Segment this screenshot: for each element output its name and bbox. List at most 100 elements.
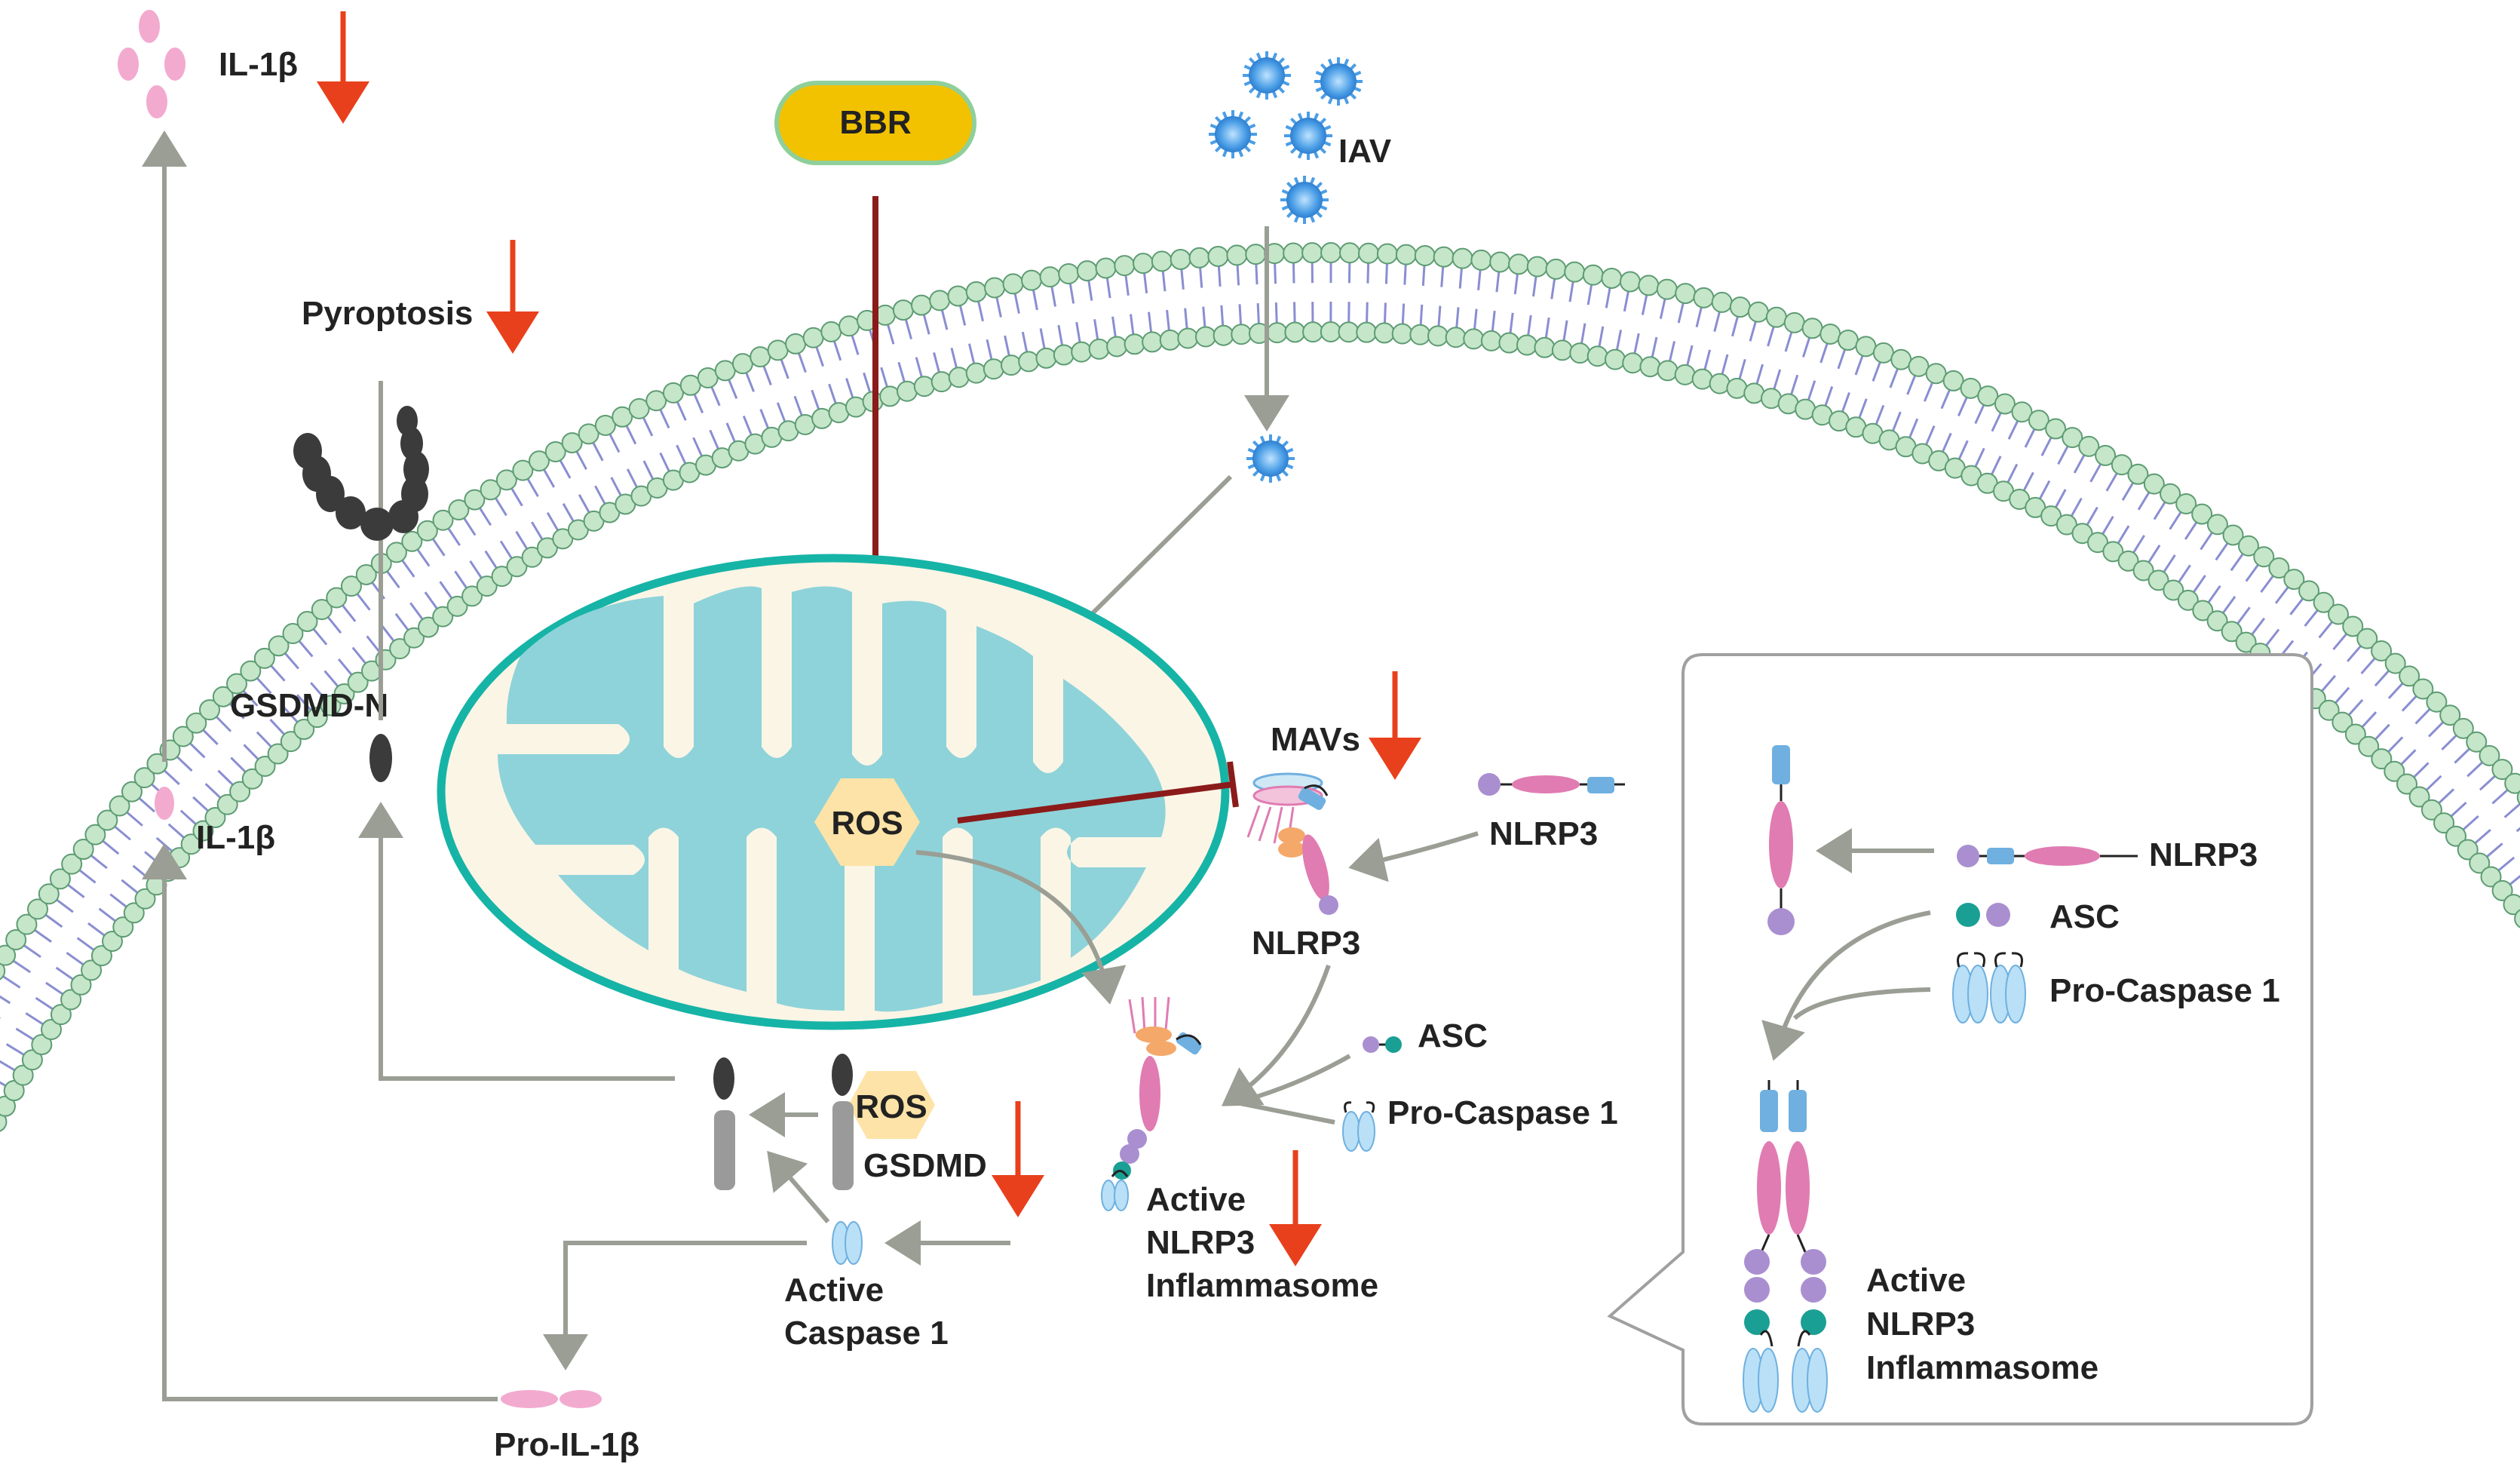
pro-il1b-molecule	[501, 1390, 602, 1408]
pro-caspase-label: Pro-Caspase 1	[1387, 1094, 1618, 1131]
lipid-head	[49, 868, 71, 890]
bbr-label: BBR	[839, 104, 911, 141]
lipid-head	[282, 623, 304, 645]
lipid-head	[1582, 264, 1604, 286]
active-inflammasome-line2: NLRP3	[1146, 1224, 1255, 1261]
lipid-head	[521, 546, 543, 568]
lipid-head	[506, 556, 528, 578]
lipid-head	[536, 537, 558, 559]
lipid-head	[2127, 463, 2149, 485]
lipid-head	[60, 989, 82, 1011]
gsdmd-n-molecule	[369, 734, 392, 782]
lipid-head	[948, 367, 970, 388]
lipid-head	[212, 686, 234, 707]
lipid-head	[2177, 589, 2199, 611]
lipid-head	[838, 315, 860, 337]
lipid-head	[27, 898, 49, 920]
lipid-head	[2011, 401, 2033, 423]
active-inflammasome-line3: Inflammasome	[1146, 1267, 1378, 1304]
asc-to-inflammasome-arrow	[1236, 1054, 1351, 1105]
inset-active-line3: Inflammasome	[1866, 1349, 2098, 1386]
lipid-head	[1373, 322, 1395, 344]
lipid-head	[1207, 245, 1229, 267]
lipid-head	[0, 1112, 8, 1132]
lipid-head	[1709, 373, 1731, 394]
nlrp3-incoming-label: NLRP3	[1489, 815, 1598, 852]
lipid-head	[0, 962, 6, 980]
lipid-head	[2503, 894, 2520, 916]
lipid-head	[185, 712, 207, 734]
lipid-head	[2358, 735, 2380, 757]
lipid-head	[480, 479, 501, 501]
lipid-head	[2160, 483, 2181, 505]
lipid-head	[802, 327, 824, 348]
lipid-head	[2143, 473, 2165, 495]
lipid-head	[198, 699, 220, 721]
lipid-head	[1226, 244, 1248, 266]
cell-membrane-bilayer	[0, 242, 2520, 1132]
lipid-head	[552, 528, 574, 550]
lipid-head	[229, 781, 251, 802]
gsdmd-cleaved	[713, 1057, 735, 1190]
lipid-head	[21, 1049, 43, 1071]
lipid-head	[340, 575, 362, 597]
lipid-head	[355, 563, 377, 585]
lipid-head	[401, 530, 423, 552]
lipid-head	[1534, 336, 1556, 358]
lipid-head	[448, 499, 470, 521]
lipid-head	[2313, 591, 2335, 613]
lipid-head	[1960, 377, 1982, 399]
lipid-head	[930, 371, 952, 393]
pro-caspase-molecule	[1342, 1101, 1375, 1152]
asc-label: ASC	[1418, 1017, 1488, 1054]
lipid-head	[2384, 760, 2405, 782]
lipid-head	[1526, 256, 1548, 278]
lipid-head	[2331, 711, 2353, 733]
lipid-head	[133, 767, 155, 789]
lipid-head	[2452, 717, 2474, 739]
lipid-head	[2192, 600, 2214, 621]
inset-asc	[1956, 903, 2010, 927]
lipid-head	[731, 353, 753, 375]
lipid-head	[1463, 328, 1485, 350]
lipid-head	[1106, 336, 1128, 358]
lipid-head	[1545, 258, 1567, 280]
lipid-head	[2283, 569, 2305, 591]
lipid-head	[1338, 321, 1360, 343]
lipid-head	[306, 707, 328, 729]
lipid-head	[785, 333, 807, 354]
lipid-head	[2408, 786, 2430, 808]
lipid-head	[1002, 273, 1024, 295]
lipid-head	[1908, 355, 1930, 377]
lipid-head	[1356, 321, 1378, 343]
lipid-head	[2384, 652, 2406, 674]
lipid-head	[1053, 344, 1075, 366]
lipid-head	[320, 695, 342, 717]
lipid-head	[2344, 723, 2366, 745]
active-inflammasome-complex	[1101, 996, 1202, 1211]
lipid-head	[101, 931, 123, 953]
lipid-head	[2439, 704, 2461, 726]
lipid-head	[767, 339, 789, 361]
lipid-head	[1675, 283, 1697, 305]
lipid-head	[1266, 322, 1288, 344]
lipid-head	[1693, 287, 1715, 308]
lipid-head	[311, 599, 333, 621]
lipid-head	[1498, 332, 1520, 354]
inset-nlrp3-vertical	[1767, 745, 1795, 935]
lipid-head	[2206, 610, 2228, 632]
lipid-head	[1729, 296, 1751, 318]
virus-particle	[1209, 110, 1257, 158]
virus-body	[1249, 57, 1285, 94]
lipid-head	[892, 299, 914, 321]
lipid-head	[90, 945, 112, 967]
pro-il1b-label: Pro-IL-1β	[494, 1426, 639, 1463]
lipid-head	[2342, 615, 2364, 637]
virus-body	[1215, 116, 1251, 152]
lipid-head	[2221, 621, 2243, 643]
virus-particle	[1284, 112, 1332, 160]
lipid-head	[240, 660, 262, 682]
lipid-head	[1301, 242, 1323, 264]
lipid-head	[1480, 330, 1502, 351]
lipid-head	[947, 285, 969, 307]
